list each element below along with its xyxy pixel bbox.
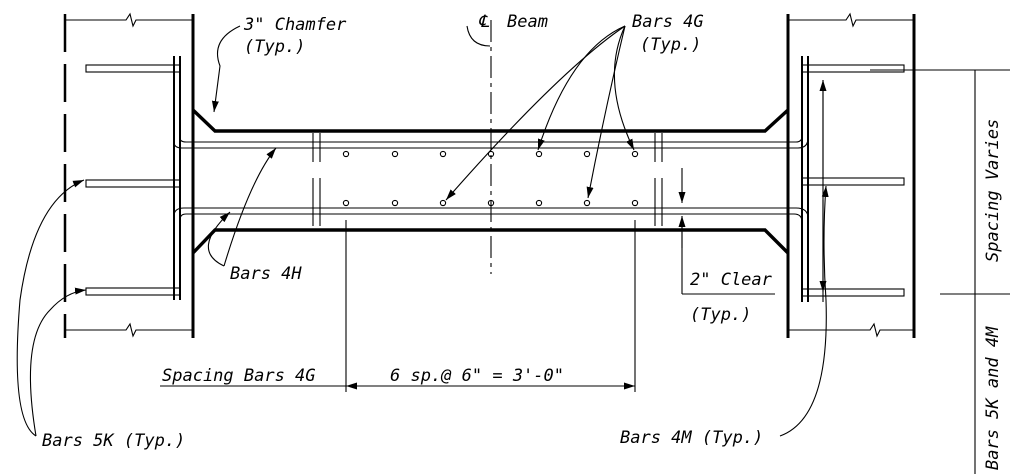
chamfer-label: 3" Chamfer <box>243 15 347 35</box>
slab-outline <box>191 108 790 255</box>
clear-dimension <box>678 168 775 295</box>
left-5k-bars <box>85 56 181 300</box>
spacing-dimension-label: 6 sp.@ 6" = 3'-0" <box>390 366 564 386</box>
bars-5k-typ-label: Bars 5K (Typ.) <box>42 431 185 451</box>
bars-4g-typ-label: (Typ.) <box>640 35 701 55</box>
bars-5k-and-4m-label: Bars 5K and 4M <box>983 326 1003 470</box>
right-wall <box>786 12 916 338</box>
lap-marks <box>312 133 663 226</box>
right-4m-bars <box>801 56 905 302</box>
clear-label: 2" Clear <box>690 270 773 290</box>
chamfer-typ-label: (Typ.) <box>244 37 305 57</box>
spacing-dimension <box>160 220 636 392</box>
varies-dimension <box>819 69 1010 474</box>
left-wall <box>63 12 195 338</box>
bars-4h-label: Bars 4H <box>230 264 302 284</box>
bars-4g-label: Bars 4G <box>632 12 704 32</box>
spacing-varies-label: Spacing Varies <box>983 119 1003 262</box>
bars-4m-typ-label: Bars 4M (Typ.) <box>620 428 763 448</box>
spacing-bars-4g-label: Spacing Bars 4G <box>162 366 316 386</box>
centerline-symbol: ℄ <box>478 12 490 32</box>
clear-typ-label: (Typ.) <box>690 305 751 325</box>
beam-label: Beam <box>507 12 548 32</box>
leaders <box>16 25 829 437</box>
